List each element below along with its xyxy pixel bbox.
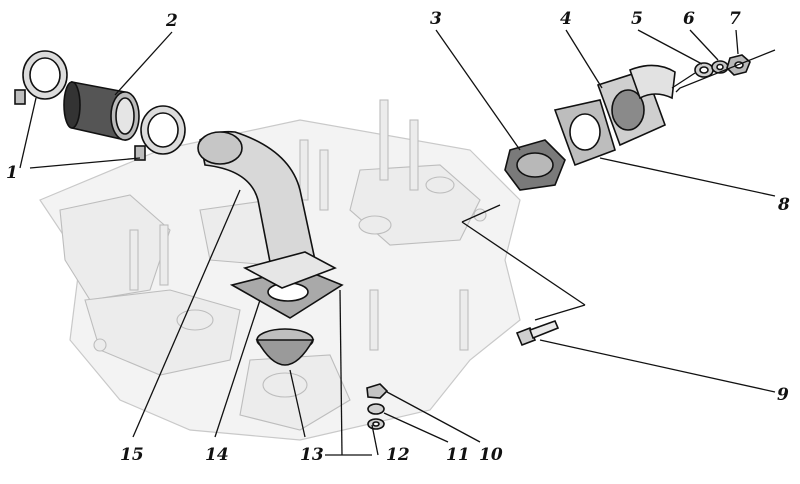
callout-12: 12 (386, 445, 410, 465)
callout-10: 10 (479, 445, 503, 465)
callout-9: 9 (777, 385, 789, 405)
part-13-filter-screen (255, 328, 315, 366)
callout-11: 11 (446, 445, 470, 465)
part-9-bolt (515, 319, 560, 347)
callout-14: 14 (205, 445, 229, 465)
part-2-hose (63, 81, 140, 142)
callout-2: 2 (165, 11, 178, 31)
part-1-hose-clamps (14, 50, 186, 161)
callout-15: 15 (120, 445, 144, 465)
callout-1: 1 (6, 163, 18, 183)
parts-5-6-7-fasteners (694, 54, 751, 78)
callout-13: 13 (300, 445, 324, 465)
callout-3: 3 (430, 9, 442, 29)
callout-labels: 1 2 3 4 5 6 7 8 9 10 11 12 13 14 15 (6, 9, 790, 465)
part-8-gasket (553, 99, 616, 167)
part-14-gasket (229, 251, 344, 319)
callout-4: 4 (560, 9, 572, 29)
part-4-outlet-elbow (596, 64, 676, 147)
leader-lines (19, 29, 776, 456)
callout-6: 6 (683, 9, 695, 29)
callout-7: 7 (729, 9, 741, 29)
callout-5: 5 (631, 9, 643, 29)
callout-8: 8 (777, 195, 790, 215)
part-15-intake-pipe (197, 130, 316, 263)
part-3-thermostat (504, 139, 566, 191)
